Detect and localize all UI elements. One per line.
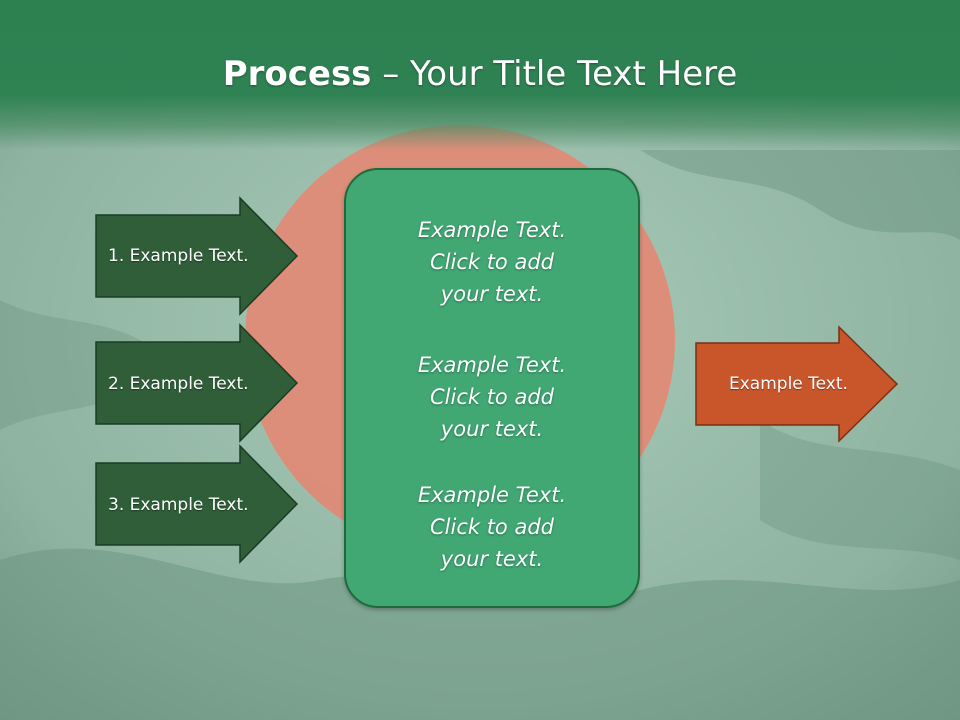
slide-title: Process – Your Title Text Here: [0, 50, 960, 98]
left-arrow-3[interactable]: [95, 444, 299, 564]
title-band: [0, 0, 960, 150]
center-paragraph-1: Example Text. Click to add your text.: [417, 218, 567, 306]
left-arrow-1-label: 1. Example Text.: [108, 246, 249, 266]
left-arrow-3-label: 3. Example Text.: [108, 495, 249, 515]
right-arrow-label: Example Text.: [729, 374, 848, 394]
title-rest: – Your Title Text Here: [371, 54, 738, 94]
title-bold: Process: [222, 54, 372, 94]
left-arrow-2-label: 2. Example Text.: [108, 374, 249, 394]
left-arrow-1[interactable]: [95, 196, 299, 316]
left-arrow-2[interactable]: [95, 323, 299, 443]
right-arrow[interactable]: [695, 325, 899, 443]
center-text-box[interactable]: Example Text. Click to add your text. Ex…: [344, 168, 640, 608]
center-paragraph-2: Example Text. Click to add your text.: [417, 353, 567, 441]
center-paragraph-3: Example Text. Click to add your text.: [417, 483, 567, 571]
